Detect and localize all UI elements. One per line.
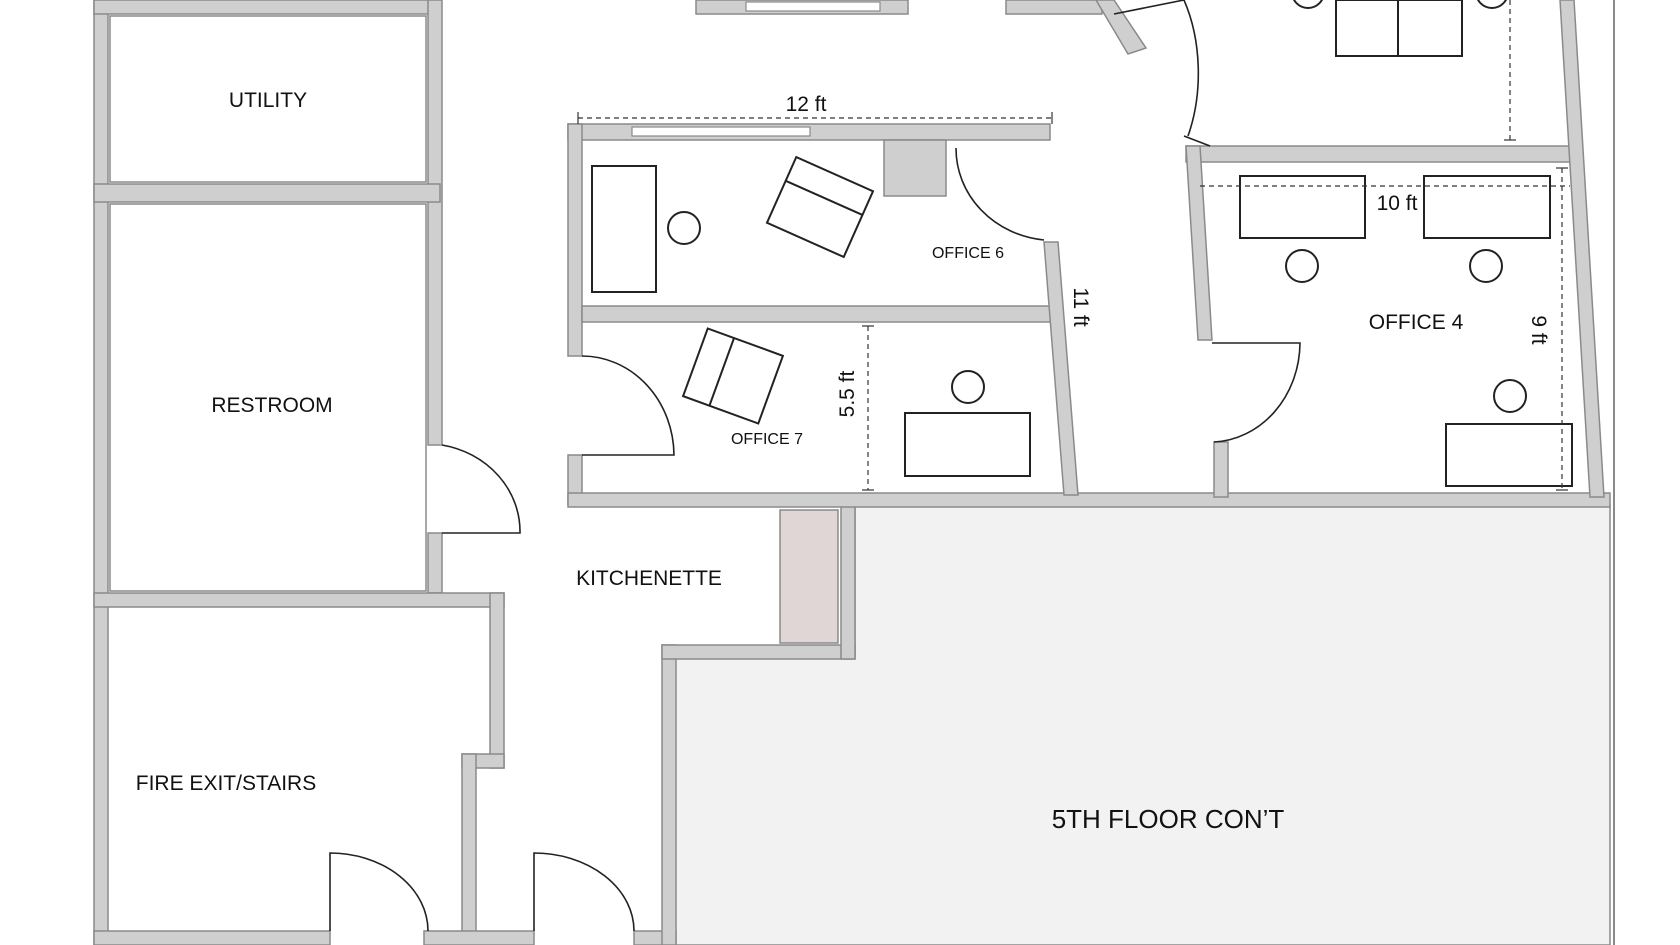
wall-top-angled (1095, 0, 1148, 55)
wall-utility-right-lower (427, 532, 443, 594)
wall-office6-office7-divider (581, 305, 1053, 323)
room-label-utility: UTILITY (229, 89, 307, 112)
upper-chair-left (1293, 0, 1323, 9)
office7-door[interactable] (581, 355, 675, 456)
office4-chair-1 (1285, 249, 1319, 283)
room-label-office7: OFFICE 7 (731, 431, 803, 448)
wall-office4-left-upper (1185, 145, 1213, 341)
office6-door[interactable] (955, 147, 1045, 241)
office4-chair-3 (1493, 379, 1527, 413)
wall-top-stub-right (1005, 0, 1103, 15)
wall-bottom-left (93, 930, 331, 945)
room-label-kitchenette: KITCHENETTE (576, 567, 722, 590)
room-label-office4: OFFICE 4 (1369, 311, 1464, 334)
wall-left-outer (93, 0, 109, 945)
office7-armchair (681, 327, 785, 425)
dim-label-office4-depth: 9 ft (1527, 315, 1550, 344)
upper-desk-left (1335, 0, 1399, 57)
wall-office-block-left-upper (567, 123, 583, 357)
office6-armchair (765, 155, 875, 259)
wall-stairs-right-upper (489, 592, 505, 769)
wall-office-block-bottom (567, 492, 1611, 508)
corridor-exit-door[interactable] (533, 852, 635, 932)
office7-desk (904, 412, 1031, 477)
room-label-office6: OFFICE 6 (932, 245, 1004, 262)
office6-desk (591, 165, 657, 293)
restroom-outline (109, 203, 427, 592)
dim-label-office4-width: 10 ft (1377, 192, 1418, 215)
office6-column (883, 139, 947, 197)
utility-room-outline (109, 15, 427, 183)
kitchen-cabinet (779, 509, 839, 644)
room-label-restroom: RESTROOM (211, 394, 332, 417)
office7-chair (951, 370, 985, 404)
office4-desk-3 (1445, 423, 1573, 487)
upper-chair-right (1477, 0, 1507, 9)
top-window (745, 1, 881, 12)
dim-label-office6-width: 12 ft (786, 93, 827, 116)
wall-office4-left-lower (1213, 441, 1229, 498)
corridor-door-upper[interactable] (1113, 0, 1211, 147)
stairs-door[interactable] (329, 852, 429, 932)
wall-kitchen-bottom (661, 644, 856, 660)
office6-window (631, 126, 811, 137)
wall-kitchen-right (840, 504, 856, 660)
office4-desk-1 (1239, 175, 1366, 239)
room-label-floor-cont: 5TH FLOOR CON’T (1052, 804, 1285, 834)
wall-bottom-mid (423, 930, 535, 945)
wall-stairs-right-lower (461, 753, 477, 945)
wall-office6-right (1043, 241, 1079, 496)
restroom-door[interactable] (441, 444, 521, 534)
wall-utility-bottom (93, 183, 441, 203)
wall-office4-top (1185, 145, 1579, 163)
upper-desk-right (1397, 0, 1463, 57)
wall-restroom-bottom (93, 592, 505, 608)
office4-chair-2 (1469, 249, 1503, 283)
wall-office4-right (1559, 0, 1605, 498)
room-label-fire-exit: FIRE EXIT/STAIRS (136, 772, 316, 795)
office6-chair (667, 211, 701, 245)
dim-label-office7-depth: 5.5 ft (836, 370, 859, 417)
wall-kitchen-left (661, 644, 677, 945)
wall-top-left (93, 0, 441, 15)
office4-door[interactable] (1212, 342, 1301, 443)
wall-utility-right (427, 0, 443, 446)
office4-desk-2 (1423, 175, 1551, 239)
dim-label-office6-depth: 11 ft (1069, 287, 1092, 326)
